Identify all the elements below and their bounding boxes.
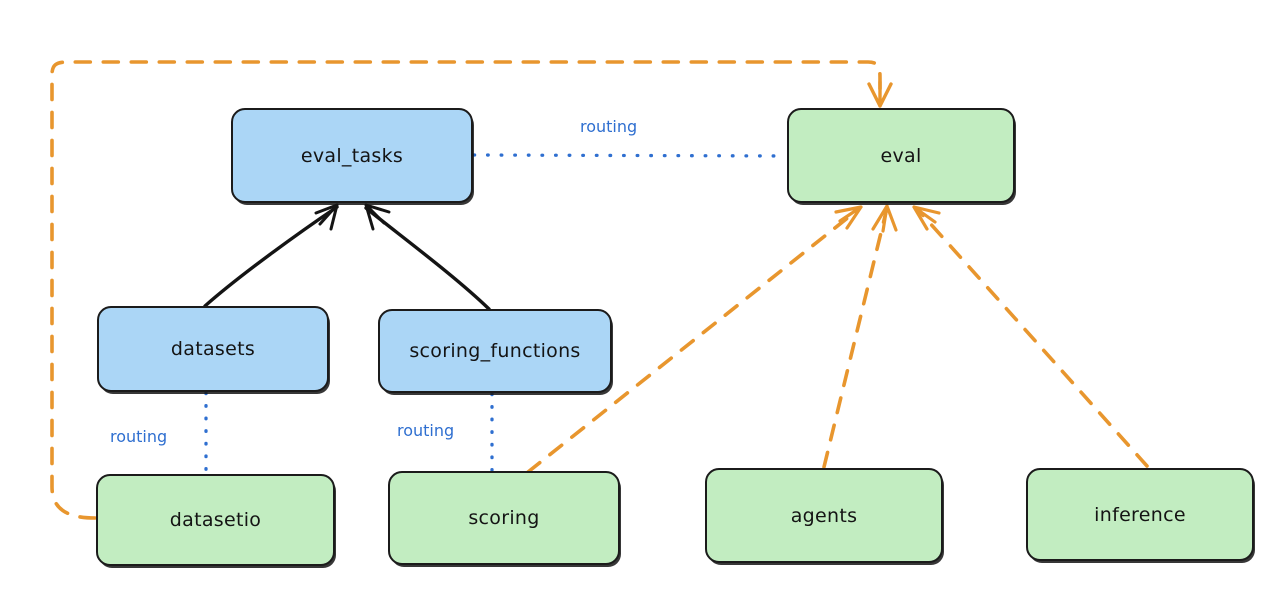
- edge-eval-tasks-to-eval-routing: [472, 153, 788, 158]
- edge-datasets-to-eval-tasks: [203, 203, 339, 308]
- node-inference[interactable]: inference: [1026, 468, 1254, 561]
- node-datasets[interactable]: datasets: [97, 306, 329, 392]
- node-eval-tasks[interactable]: eval_tasks: [231, 108, 473, 203]
- edge-scoring-functions-to-eval-tasks: [364, 203, 491, 311]
- edge-datasetio-to-eval: [50, 60, 893, 520]
- node-label-datasetio: datasetio: [169, 509, 262, 531]
- edge-inference-to-eval: [912, 205, 1149, 468]
- node-eval[interactable]: eval: [787, 108, 1015, 203]
- node-scoring-functions[interactable]: scoring_functions: [378, 309, 612, 393]
- node-label-inference: inference: [1094, 503, 1186, 526]
- node-label-eval: eval: [880, 144, 922, 167]
- node-label-scoring-functions: scoring_functions: [409, 340, 581, 362]
- node-label-datasets: datasets: [170, 338, 256, 360]
- node-datasetio[interactable]: datasetio: [96, 474, 335, 566]
- node-scoring[interactable]: scoring: [388, 471, 620, 565]
- node-label-scoring: scoring: [468, 507, 540, 529]
- node-agents[interactable]: agents: [705, 468, 943, 563]
- edge-label-routing-datasets-datasetio: routing: [110, 427, 168, 446]
- edge-agents-to-eval: [822, 204, 898, 469]
- node-label-agents: agents: [790, 504, 858, 527]
- node-label-eval-tasks: eval_tasks: [300, 144, 404, 167]
- edge-label-routing-eval-tasks-eval: routing: [580, 117, 638, 136]
- edge-label-routing-scoring-functions-scoring: routing: [397, 421, 455, 440]
- edge-scoring-to-eval: [526, 205, 863, 474]
